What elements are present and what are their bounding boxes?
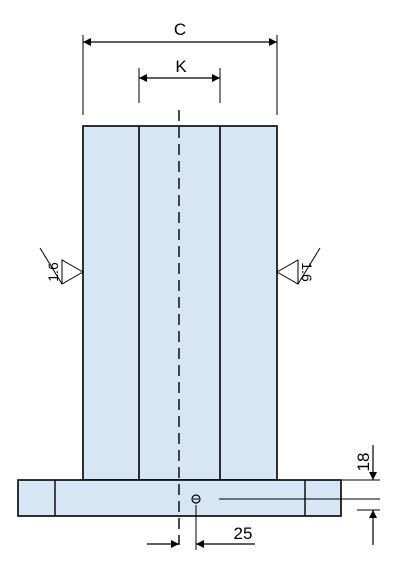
surface-finish-left: 1.6 <box>39 247 84 285</box>
base-flange <box>17 479 380 517</box>
column-outline <box>82 125 278 481</box>
column-body <box>82 125 278 481</box>
dimension-flange-thickness: 18 <box>341 445 380 545</box>
dim-18-value: 18 <box>354 453 373 472</box>
dim-k-label: K <box>175 57 187 76</box>
pin-hole <box>191 494 201 504</box>
dim-25-value: 25 <box>234 524 253 543</box>
surface-finish-right: 1.6 <box>276 247 321 285</box>
dim-c-label: C <box>174 20 186 39</box>
surface-finish-right-symbol <box>276 259 299 285</box>
dimension-hole-offset: 25 <box>147 505 255 550</box>
surface-finish-right-tail <box>297 247 321 285</box>
surface-finish-left-value: 1.6 <box>45 262 61 282</box>
dimension-c: C <box>82 20 278 115</box>
dimension-k: K <box>138 57 221 103</box>
surface-finish-left-tail <box>39 247 63 285</box>
surface-finish-left-symbol <box>61 259 84 285</box>
surface-finish-right-value: 1.6 <box>299 262 315 282</box>
